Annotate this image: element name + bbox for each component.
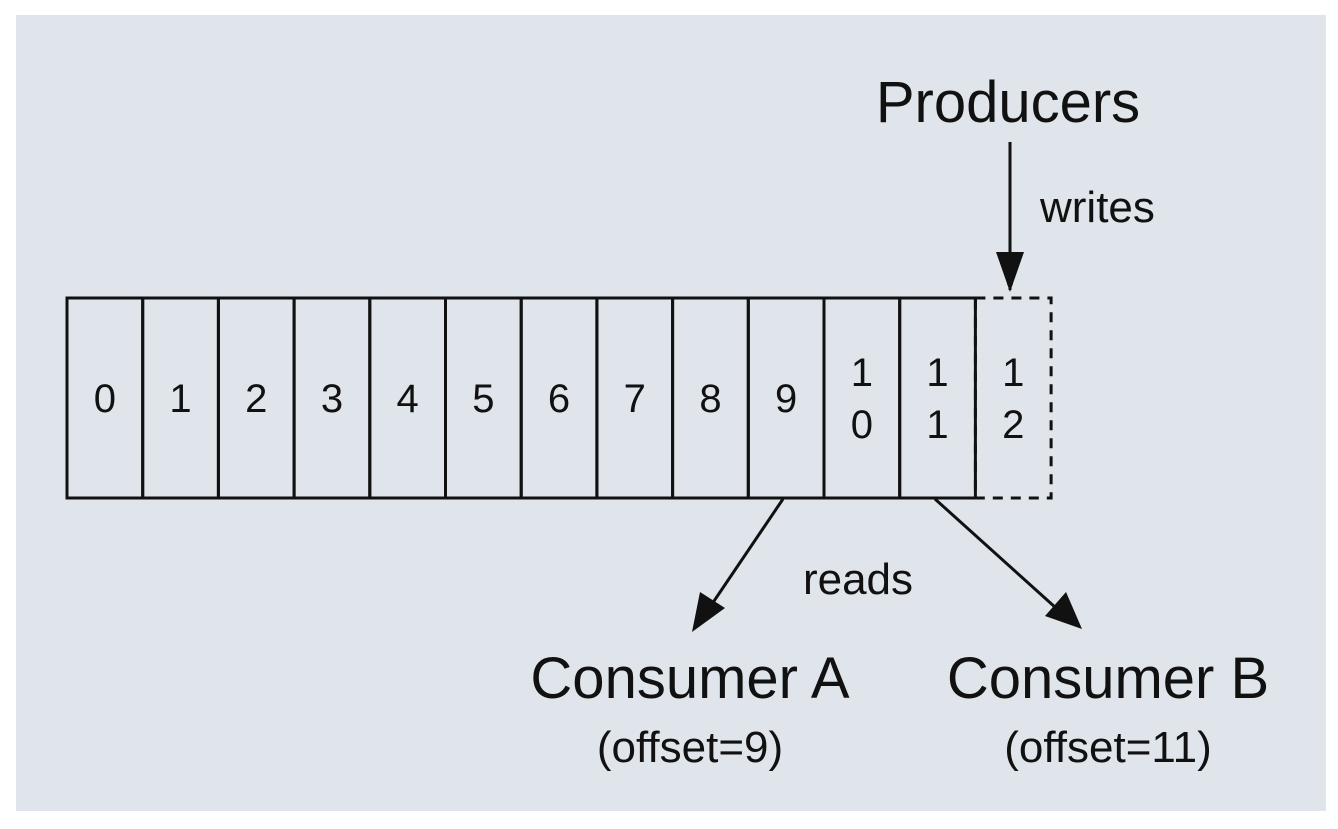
log-cell-offset: 2 [245, 377, 267, 421]
pending-cell-offset: 2 [1002, 403, 1024, 447]
pending-cell-offset: 1 [1002, 351, 1024, 395]
consumer-b-offset: (offset=11) [1004, 723, 1212, 772]
log-cell-offset: 9 [775, 377, 797, 421]
reads-arrow-a [710, 498, 785, 605]
log-cell-offset: 8 [699, 377, 721, 421]
consumer-a-offset: (offset=9) [597, 723, 783, 772]
writes-label: writes [1039, 183, 1155, 232]
producers-label: Producers [876, 70, 1140, 135]
reads-label: reads [803, 555, 913, 604]
diagram-background [16, 15, 1326, 811]
log-cell-offset: 1 [851, 351, 873, 395]
log-cell-offset: 0 [851, 403, 873, 447]
log-cell-offset: 5 [472, 377, 494, 421]
reads-arrow-b [933, 497, 1058, 610]
reads-arrow-b-head [1045, 592, 1082, 629]
log-cell-offset: 1 [169, 377, 191, 421]
consumer-b-name: Consumer B [947, 646, 1269, 711]
log-cell-offset: 1 [926, 403, 948, 447]
writes-arrow-head [996, 252, 1024, 292]
reads-arrow-a-head [692, 592, 725, 632]
log-cell-offset: 1 [926, 351, 948, 395]
consumer-a-name: Consumer A [530, 646, 849, 711]
log-cell-offset: 3 [321, 377, 343, 421]
pending-log-cell: 12 [973, 296, 1053, 500]
log-cell-offset: 0 [94, 377, 116, 421]
log-cell-offset: 7 [624, 377, 646, 421]
log-cell-offset: 6 [548, 377, 570, 421]
log-cell-offset: 4 [397, 377, 419, 421]
pending-cell-box [973, 296, 1053, 500]
